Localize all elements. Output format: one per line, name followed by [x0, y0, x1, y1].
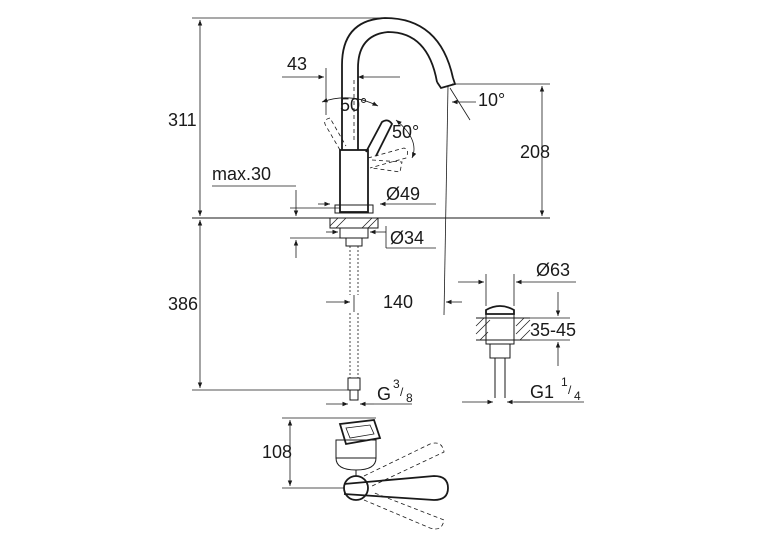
waste-assembly	[475, 305, 531, 398]
label-311: 311	[168, 110, 197, 130]
label-386: 386	[168, 294, 198, 314]
label-g114-slash: /	[568, 383, 572, 397]
label-max30: max.30	[212, 164, 271, 184]
label-g114-base: G1	[530, 382, 554, 402]
label-10: 10°	[478, 90, 505, 110]
label-50-top: 50°	[340, 95, 367, 115]
dim-35-45: 35-45	[530, 292, 576, 366]
label-g38-slash: /	[400, 385, 404, 399]
dim-140: 140	[326, 292, 462, 312]
label-g38-base: G	[377, 384, 391, 404]
label-dia63: Ø63	[536, 260, 570, 280]
dim-g38: G 3 / 8	[326, 377, 413, 407]
dim-43: 43	[282, 54, 400, 115]
label-g114-num: 1	[561, 375, 568, 389]
dim-311: 311	[168, 17, 380, 216]
faucet-elevation	[324, 17, 457, 316]
label-dia49: Ø49	[386, 184, 420, 204]
dim-angle-50-right: 50°	[392, 119, 419, 159]
mounting-section	[329, 217, 379, 401]
dim-g114: G1 1 / 4	[462, 375, 584, 405]
dim-dia34: Ø34	[326, 226, 436, 249]
dim-max30: max.30	[212, 164, 340, 258]
label-108: 108	[262, 442, 292, 462]
label-208: 208	[520, 142, 550, 162]
dim-dia63: Ø63	[458, 260, 576, 306]
label-g38-den: 8	[406, 391, 413, 405]
dim-386: 386	[168, 220, 348, 391]
label-35-45: 35-45	[530, 320, 576, 340]
dim-108: 108	[262, 417, 376, 489]
label-43: 43	[287, 54, 307, 74]
dim-angle-10: 10°	[449, 87, 505, 121]
label-140: 140	[383, 292, 413, 312]
label-g114-den: 4	[574, 389, 581, 403]
dim-dia49: Ø49	[318, 184, 436, 207]
label-dia34: Ø34	[390, 228, 424, 248]
label-50-right: 50°	[392, 122, 419, 142]
faucet-plan-view	[335, 419, 449, 530]
dim-208: 208	[452, 83, 550, 216]
dim-angle-50-top: 50°	[321, 95, 379, 115]
label-g38-num: 3	[393, 377, 400, 391]
